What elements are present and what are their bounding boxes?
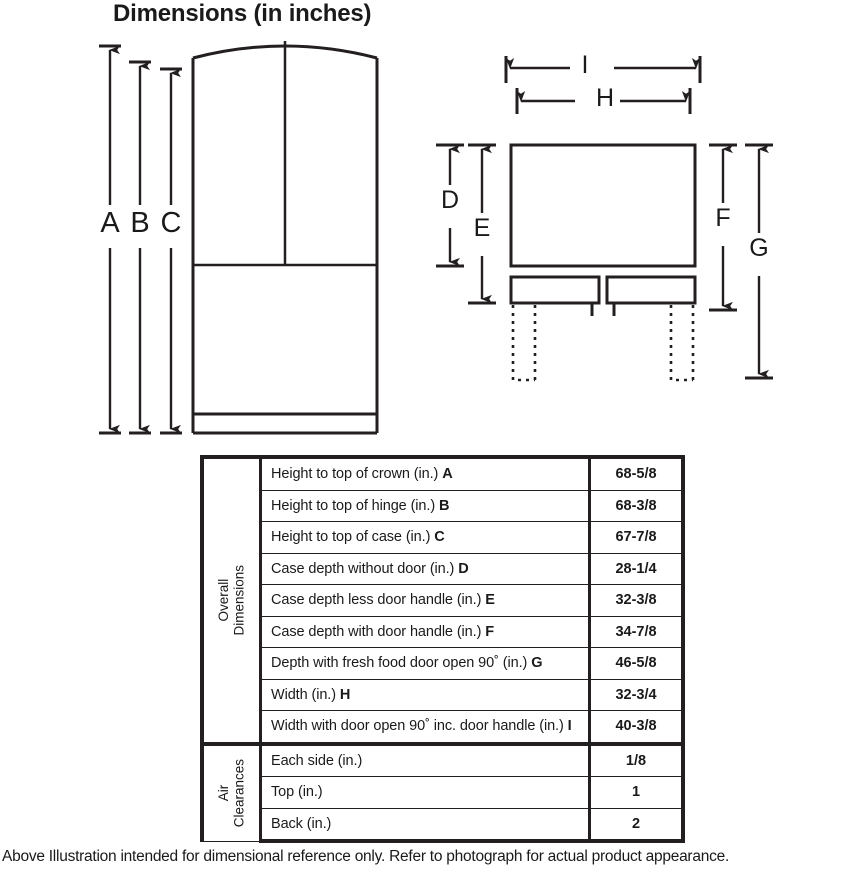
label-text: Height to top of hinge (in.): [271, 497, 436, 514]
table-row: Case depth less door handle (in.) E 32-3…: [202, 584, 685, 617]
table-cell-label: Width with door open 90˚ inc. door handl…: [260, 710, 590, 746]
table-cell-value: 32-3/4: [588, 678, 685, 711]
table-row: Width with door open 90˚ inc. door handl…: [202, 710, 685, 746]
table-row: Case depth with door handle (in.) F 34-7…: [202, 615, 685, 648]
label-text: Case depth less door handle (in.): [271, 592, 482, 609]
dimension-label-g: G: [746, 236, 772, 261]
table-row: Case depth without door (in.) D 28-1/4: [202, 552, 685, 585]
front-view-dimension-arrows: [99, 44, 182, 435]
table-row: Depth with fresh food door open 90˚ (in.…: [202, 647, 685, 680]
row-header-air-clearances-label: Air Clearances: [215, 758, 247, 828]
label-text: Height to top of crown (in.): [271, 466, 439, 483]
table-cell-label: Case depth with door handle (in.) F: [260, 615, 590, 648]
table-cell-value: 1/8: [588, 741, 685, 777]
dimensions-table: Overall Dimensions Height to top of crow…: [200, 455, 685, 843]
table-row: Back (in.) 2: [202, 807, 685, 843]
label-key: E: [485, 592, 495, 609]
table-body: Overall Dimensions Height to top of crow…: [200, 455, 685, 843]
table-cell-label: Height to top of hinge (in.) B: [260, 489, 590, 522]
table-cell-label: Height to top of crown (in.) A: [260, 455, 590, 491]
top-view-depth-dimensions-right: [709, 143, 773, 380]
dimension-label-f: F: [710, 206, 736, 231]
top-view-width-dimensions: [504, 56, 702, 114]
table-row: Height to top of case (in.) C 67-7/8: [202, 521, 685, 554]
footnote-text: Above Illustration intended for dimensio…: [2, 848, 730, 865]
top-view-case: [509, 143, 697, 316]
row-header-air-clearances: Air Clearances: [200, 741, 262, 842]
label-key: C: [434, 529, 445, 546]
label-key: H: [339, 686, 351, 703]
label-key: D: [458, 560, 469, 577]
page-title: Dimensions (in inches): [113, 0, 372, 27]
table-cell-label: Case depth without door (in.) D: [260, 552, 590, 585]
table-cell-label: Case depth less door handle (in.) E: [260, 584, 590, 617]
table-row: Height to top of hinge (in.) B 68-3/8: [202, 489, 685, 522]
row-header-overall-dimensions-label: Overall Dimensions: [215, 564, 247, 636]
table-row: Air Clearances Each side (in.) 1/8: [200, 741, 685, 842]
table-row: Top (in.) 1: [202, 776, 685, 809]
table-cell-value: 28-1/4: [588, 552, 685, 585]
dimension-label-c: C: [156, 209, 186, 238]
dimension-label-b: B: [125, 209, 155, 238]
dimension-label-e: E: [469, 216, 495, 241]
table-row: Overall Dimensions Height to top of crow…: [200, 455, 685, 744]
table-cell-value: 67-7/8: [588, 521, 685, 554]
label-text: Depth with fresh food door open 90˚ (in.…: [271, 655, 528, 672]
label-text: Case depth without door (in.): [271, 560, 455, 577]
label-text: Width (in.): [271, 686, 336, 703]
table-cell-value: 46-5/8: [588, 647, 685, 680]
table-cell-label: Top (in.): [260, 776, 590, 809]
label-key: A: [442, 466, 453, 483]
table-cell-label: Each side (in.): [260, 741, 590, 777]
label-text: Case depth with door handle (in.): [271, 623, 482, 640]
dimension-label-i: I: [570, 53, 600, 78]
table-cell-value: 1: [588, 776, 685, 809]
dimension-label-d: D: [437, 188, 463, 213]
table-row: Width (in.) H 32-3/4: [202, 678, 685, 711]
table-cell-value: 68-3/8: [588, 489, 685, 522]
label-text: Width with door open 90˚ inc. door handl…: [271, 718, 564, 735]
label-key: F: [485, 623, 495, 640]
label-key: B: [439, 497, 450, 514]
row-header-overall-dimensions: Overall Dimensions: [200, 455, 262, 744]
table-cell-value: 34-7/8: [588, 615, 685, 648]
door-open-swing-dotted: [511, 305, 695, 382]
top-view-depth-dimensions-left: [436, 143, 496, 305]
dimension-label-a: A: [95, 209, 125, 238]
label-text: Height to top of case (in.): [271, 529, 431, 546]
table-cell-value: 2: [588, 807, 685, 843]
table-cell-value: 68-5/8: [588, 455, 685, 491]
table-cell-value: 40-3/8: [588, 710, 685, 746]
label-key: I: [567, 718, 572, 735]
table-cell-label: Height to top of case (in.) C: [260, 521, 590, 554]
dimension-label-h: H: [590, 86, 620, 111]
table-cell-label: Width (in.) H: [260, 678, 590, 711]
table-cell-value: 32-3/8: [588, 584, 685, 617]
table-cell-label: Depth with fresh food door open 90˚ (in.…: [260, 647, 590, 680]
label-key: G: [531, 655, 543, 672]
table-cell-label: Back (in.): [260, 807, 590, 843]
front-view-refrigerator: [191, 41, 379, 435]
